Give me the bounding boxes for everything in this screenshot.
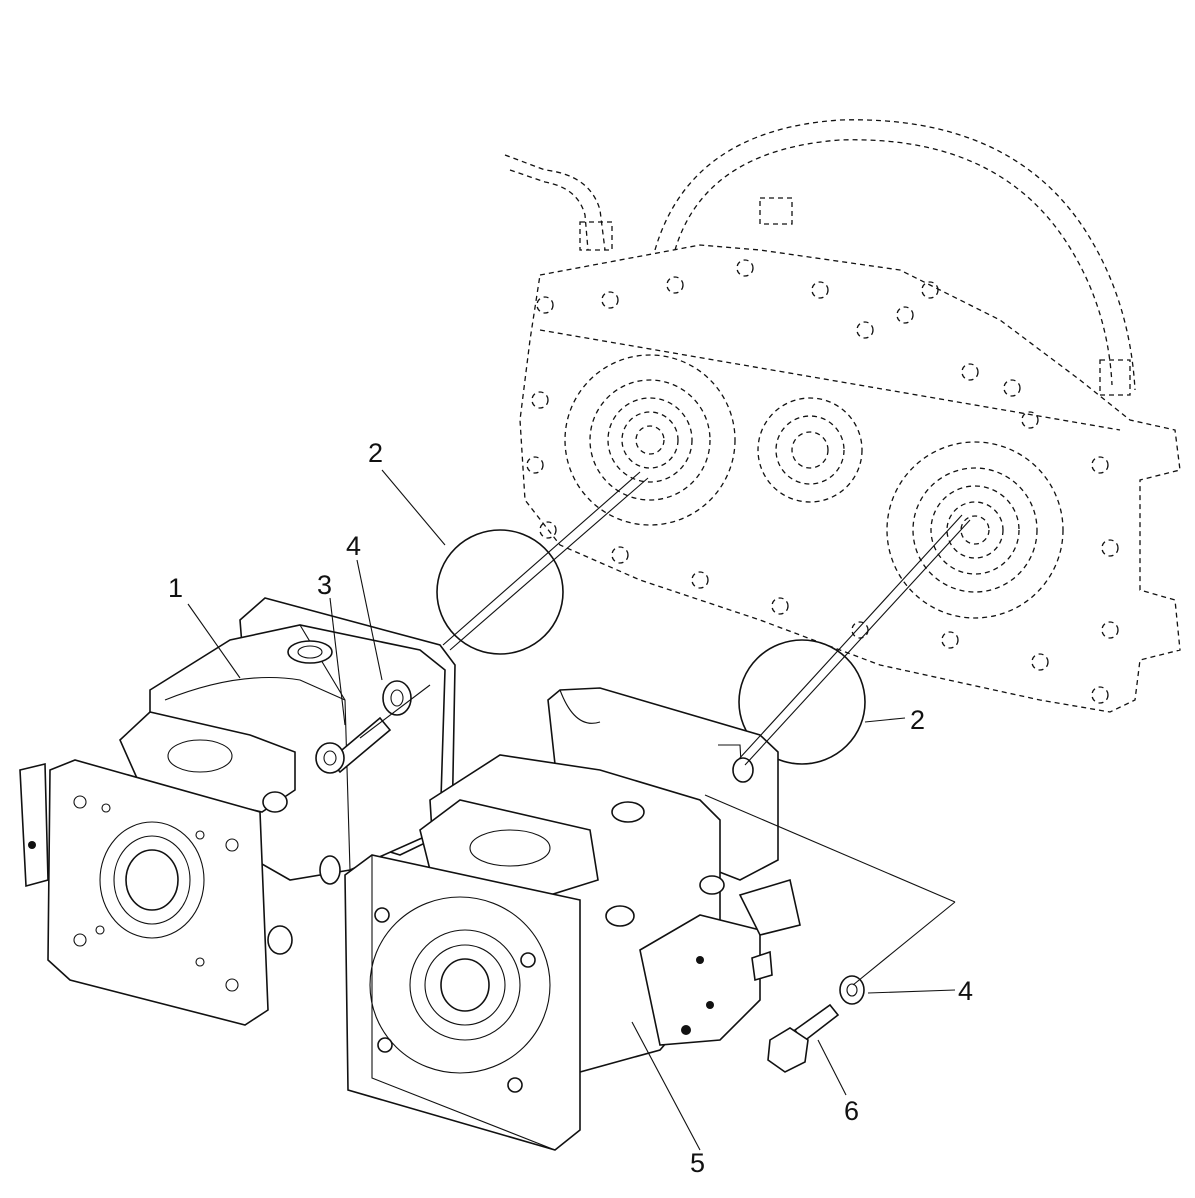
gearbox-bolt [531, 391, 549, 409]
gearbox-bolt [1031, 653, 1049, 671]
callout-2-upper: 2 [368, 438, 383, 468]
callout-1: 1 [168, 573, 183, 603]
callout-6: 6 [844, 1096, 859, 1126]
washer-4-lower [839, 975, 865, 1005]
alignment-lines [359, 471, 971, 986]
washer-4-upper [382, 680, 412, 716]
callout-2-lower: 2 [910, 705, 925, 735]
bolt-6 [767, 1003, 840, 1073]
hydraulic-pump-1 [19, 597, 456, 1026]
gearbox-bolt [736, 259, 754, 277]
o-ring-upper [436, 529, 564, 655]
gearbox-bolt [611, 546, 629, 564]
gearbox-bolt [851, 621, 869, 639]
gearbox-bolt [856, 321, 874, 339]
gearbox-bolt [536, 296, 554, 314]
gearbox-bolt [771, 597, 789, 615]
hydraulic-pump-5 [344, 687, 801, 1151]
callout-5: 5 [690, 1148, 705, 1178]
gearbox-bolt [1091, 456, 1109, 474]
gearbox-bolt [666, 276, 684, 294]
gearbox-bolt [539, 521, 557, 539]
gearbox-bolt [526, 456, 544, 474]
gearbox-bolt [1091, 686, 1109, 704]
callout-4-upper: 4 [346, 531, 361, 561]
gearbox-bolt [941, 631, 959, 649]
gearbox-bolt [1021, 411, 1039, 429]
callout-leaders [187, 469, 956, 1151]
gearbox-bolt [1101, 539, 1119, 557]
gearbox-bolt [691, 571, 709, 589]
callout-4-lower: 4 [958, 976, 973, 1006]
gearbox-bolt [1101, 621, 1119, 639]
gearbox-bolt [601, 291, 619, 309]
gearbox-housing [504, 119, 1181, 713]
gearbox-bolt [961, 363, 979, 381]
gearbox-bolt [811, 281, 829, 299]
gearbox-bolt [896, 306, 914, 324]
callout-3: 3 [317, 570, 332, 600]
o-ring-lower [738, 639, 866, 765]
gearbox-bolt [921, 281, 939, 299]
gearbox-bolt [1003, 379, 1021, 397]
screw-3 [315, 716, 392, 774]
